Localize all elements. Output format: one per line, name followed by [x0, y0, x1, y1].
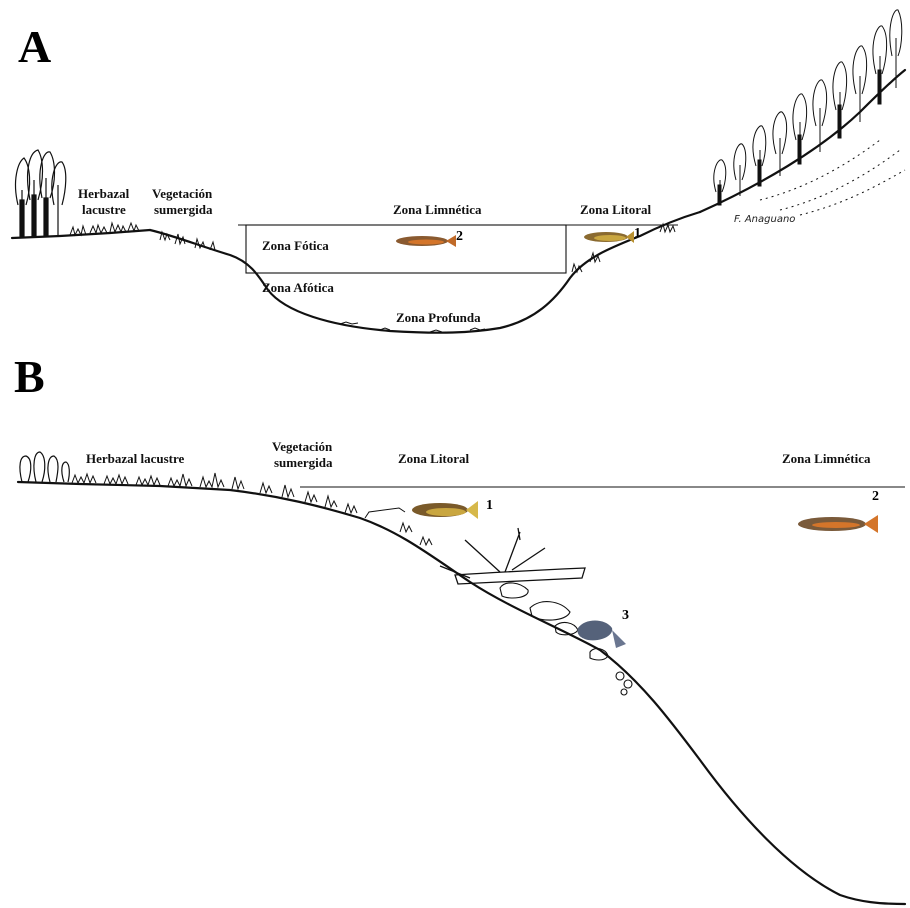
panel-a-label-vegetacion-2: sumergida [154, 202, 213, 217]
panel-b-label-zona-litoral: Zona Litoral [398, 451, 470, 466]
panel-a-submerged-vegetation-right [572, 224, 675, 272]
panel-a-fish-1-number: 1 [634, 226, 641, 241]
panel-a-hillside-texture [760, 140, 905, 215]
panel-a-fish-2-number: 2 [456, 229, 463, 244]
panel-a-fish-2: 2 [396, 229, 463, 247]
panel-b-fish-1-tail [466, 501, 478, 519]
panel-b-fish-3-tail [612, 630, 626, 648]
panel-a-label-zona-limnetica: Zona Limnética [393, 202, 482, 217]
panel-a-label-zona-profunda: Zona Profunda [396, 310, 481, 325]
panel-b-fish-1-belly [426, 508, 466, 516]
panel-a-left-trees [16, 150, 66, 236]
panel-a-signature: F. Anaguano [734, 214, 795, 225]
panel-a-letter: A [18, 21, 51, 72]
panel-b-fish-3-number: 3 [622, 608, 629, 623]
panel-a-label-herbazal-1: Herbazal [78, 186, 130, 201]
panel-b-rocks [500, 583, 632, 695]
panel-b-fish-2-number: 2 [872, 489, 879, 504]
panel-b-fish-3-body [577, 621, 612, 641]
panel-a-label-vegetacion-1: Vegetación [152, 186, 213, 201]
panel-a-fish-2-tail [446, 235, 456, 247]
panel-a-hillside-trees [714, 10, 902, 205]
panel-a-fish-1: 1 [584, 226, 641, 243]
panel-b-fish-2: 2 [798, 489, 879, 533]
panel-a-label-herbazal-2: lacustre [82, 202, 126, 217]
panel-a-right-hillside [700, 70, 905, 212]
panel-a-label-zona-fotica: Zona Fótica [262, 238, 329, 253]
panel-b-fish-1: 1 [412, 498, 493, 519]
panel-b-letter: B [14, 351, 45, 402]
panel-b-label-zona-limnetica: Zona Limnética [782, 451, 871, 466]
panel-b: B [14, 351, 905, 904]
panel-a-label-zona-afotica: Zona Afótica [262, 280, 334, 295]
panel-a: A [12, 10, 905, 333]
panel-b-label-herbazal: Herbazal lacustre [86, 451, 185, 466]
panel-b-shore-profile [18, 482, 905, 904]
panel-b-fish-2-stripe [812, 522, 860, 528]
panel-a-fish-1-belly [594, 235, 626, 241]
panel-b-label-vegetacion-1: Vegetación [272, 439, 333, 454]
panel-b-fish-2-tail [864, 515, 878, 533]
panel-a-fish-2-stripe [408, 240, 444, 245]
panel-b-label-vegetacion-2: sumergida [274, 455, 333, 470]
panel-a-label-zona-litoral: Zona Litoral [580, 202, 652, 217]
panel-b-fish-1-number: 1 [486, 498, 493, 513]
panel-b-left-shrubs [20, 452, 69, 482]
